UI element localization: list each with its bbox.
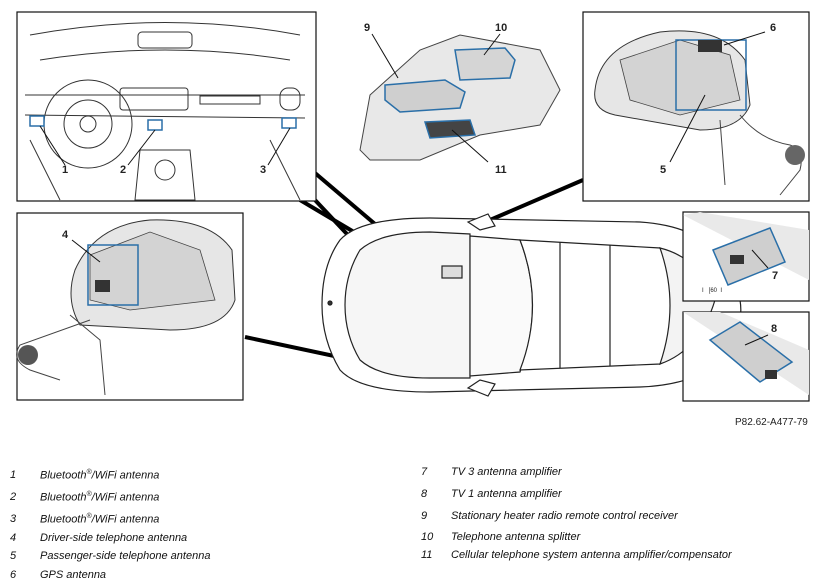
- legend-number: 6: [10, 569, 17, 581]
- panel-interior: [16, 11, 317, 202]
- callout-4: 4: [62, 229, 69, 241]
- legend-number: 8: [421, 488, 428, 500]
- figure-reference: P82.62-A477-79: [735, 417, 808, 428]
- callout-2: 2: [120, 164, 127, 176]
- panel-driver-mirror: [16, 212, 244, 401]
- legend-number: 11: [421, 549, 433, 561]
- callout-1: 1: [62, 164, 69, 176]
- legend-label: Driver-side telephone antenna: [40, 532, 188, 544]
- legend-number: 1: [10, 469, 17, 481]
- legend-number: 10: [421, 531, 434, 543]
- legend-label: Passenger-side telephone antenna: [40, 550, 211, 562]
- legend-label: Bluetooth®/WiFi antenna: [40, 469, 160, 482]
- legend-number: 7: [421, 466, 428, 478]
- legend-number: 2: [10, 491, 17, 503]
- car-top-view: [321, 213, 742, 397]
- legend-label: GPS antenna: [40, 569, 107, 581]
- callout-8: 8: [771, 323, 778, 335]
- antenna-location-diagram: [16, 11, 810, 402]
- panel-tv1: [682, 311, 810, 402]
- callout-9: 9: [364, 22, 371, 34]
- callout-11: 11: [495, 164, 507, 176]
- panel-modules: [359, 33, 561, 163]
- legend-number: 5: [10, 550, 17, 562]
- callout-10: 10: [495, 22, 508, 34]
- legend-label: TV 3 antenna amplifier: [451, 466, 562, 478]
- callout-5: 5: [660, 164, 667, 176]
- legend-label: Telephone antenna splitter: [451, 531, 581, 543]
- legend-label: Cellular telephone system antenna amplif…: [451, 549, 732, 561]
- panel-tv3: [682, 211, 810, 302]
- callout-3: 3: [260, 164, 267, 176]
- tv3-marker-text: I [60 I: [702, 288, 723, 294]
- legend-number: 4: [10, 532, 17, 544]
- legend-label: Bluetooth®/WiFi antenna: [40, 513, 160, 526]
- legend-label: Stationary heater radio remote control r…: [451, 510, 678, 522]
- legend-number: 9: [421, 510, 428, 522]
- legend-label: TV 1 antenna amplifier: [451, 488, 562, 500]
- legend-number: 3: [10, 513, 17, 525]
- callout-6: 6: [770, 22, 777, 34]
- legend-label: Bluetooth®/WiFi antenna: [40, 491, 160, 504]
- callout-7: 7: [772, 270, 779, 282]
- panel-passenger-mirror: [582, 11, 810, 202]
